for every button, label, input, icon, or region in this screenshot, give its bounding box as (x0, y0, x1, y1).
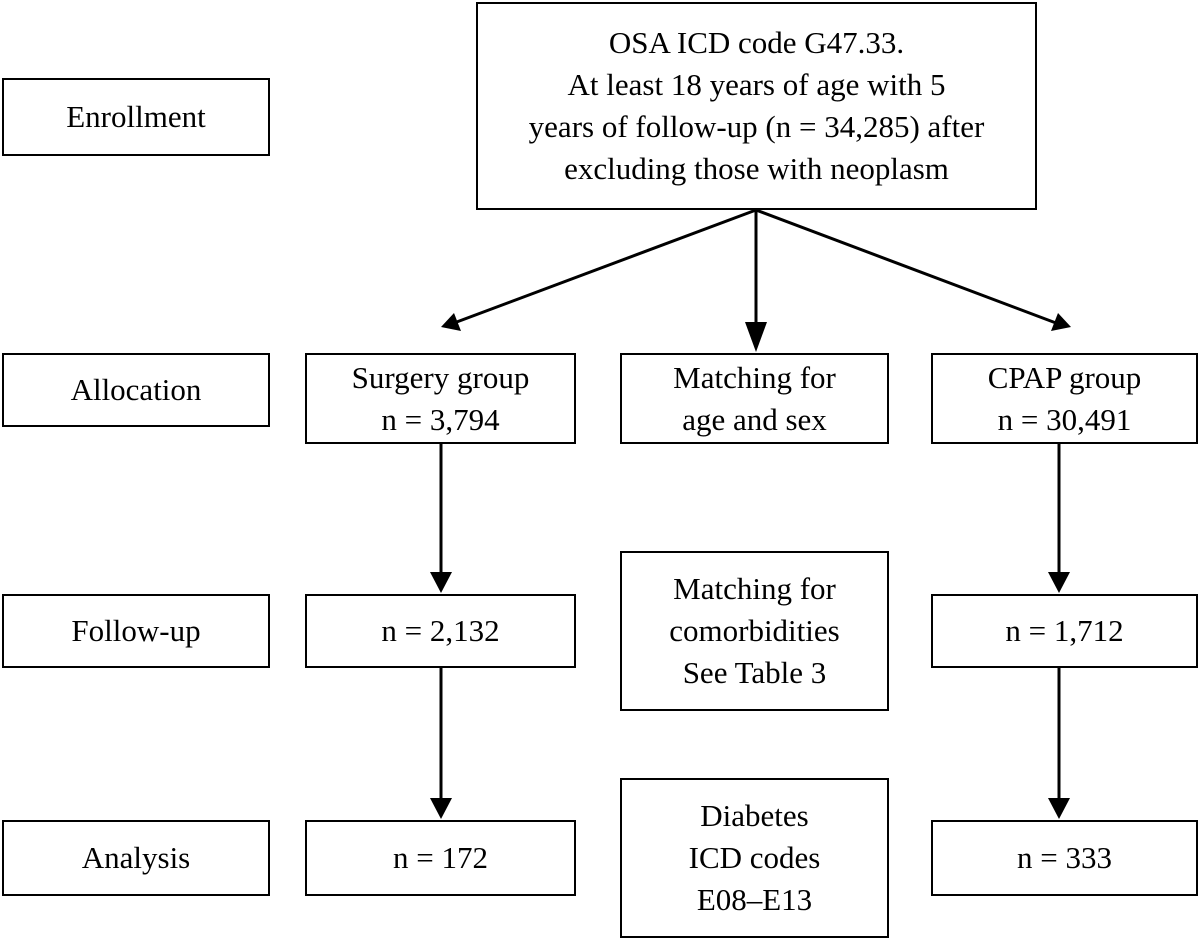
arrow-enrollment-to-cpap (755, 208, 1057, 325)
arrow-enrollment-to-surgery (453, 208, 757, 325)
cpap-analysis-count: n = 333 (1017, 840, 1112, 875)
surgery-analysis-box: n = 172 (305, 820, 576, 896)
matching-comorbidities-box: Matching for comorbidities See Table 3 (620, 551, 889, 711)
arrowhead-cpap (1051, 313, 1071, 331)
surgery-follow-up-box: n = 2,132 (305, 594, 576, 668)
matching-comorbidities-line-2: comorbidities (669, 613, 840, 648)
cpap-follow-up-box: n = 1,712 (931, 594, 1198, 668)
enrollment-line-3: years of follow-up (n = 34,285) after (528, 109, 985, 144)
stage-enrollment-label: Enrollment (66, 99, 206, 134)
diabetes-codes-line-2: ICD codes (688, 840, 821, 875)
cpap-follow-up-count: n = 1,712 (1005, 613, 1124, 648)
cpap-group-box: CPAP group n = 30,491 (931, 353, 1198, 444)
surgery-group-box: Surgery group n = 3,794 (305, 353, 576, 444)
enrollment-line-4: excluding those with neoplasm (564, 151, 949, 186)
stage-allocation-label: Allocation (70, 372, 202, 407)
stage-follow-up-box: Follow-up (2, 594, 270, 668)
diabetes-codes-line-1: Diabetes (700, 798, 809, 833)
surgery-group-count: n = 3,794 (381, 401, 500, 437)
cpap-analysis-box: n = 333 (931, 820, 1198, 896)
stage-analysis-box: Analysis (2, 820, 270, 896)
surgery-group-title: Surgery group (351, 359, 530, 395)
diabetes-codes-box: Diabetes ICD codes E08–E13 (620, 778, 889, 938)
matching-age-sex-line-1: Matching for (673, 359, 836, 395)
matching-comorbidities-line-3: See Table 3 (682, 655, 827, 690)
enrollment-criteria-box: OSA ICD code G47.33. At least 18 years o… (476, 2, 1037, 210)
matching-age-sex-line-2: age and sex (682, 401, 827, 437)
matching-comorbidities-line-1: Matching for (673, 571, 836, 606)
matching-age-sex-box: Matching for age and sex (620, 353, 889, 444)
arrowhead-cpap-analysis (1048, 798, 1070, 819)
arrowhead-surgery (441, 313, 461, 331)
diabetes-codes-line-3: E08–E13 (696, 882, 813, 917)
arrowhead-surgery-analysis (430, 798, 452, 819)
stage-follow-up-label: Follow-up (71, 613, 201, 648)
arrowhead-surgery-follow-up (430, 572, 452, 593)
surgery-follow-up-count: n = 2,132 (381, 613, 500, 648)
stage-allocation-box: Allocation (2, 353, 270, 427)
arrowhead-matching (745, 322, 767, 352)
enrollment-line-1: OSA ICD code G47.33. (608, 25, 905, 60)
stage-analysis-label: Analysis (81, 840, 191, 875)
enrollment-line-2: At least 18 years of age with 5 (567, 67, 946, 102)
arrowhead-cpap-follow-up (1048, 572, 1070, 593)
cpap-group-count: n = 30,491 (997, 401, 1132, 437)
stage-enrollment-box: Enrollment (2, 78, 270, 156)
cpap-group-title: CPAP group (987, 359, 1142, 395)
surgery-analysis-count: n = 172 (393, 840, 488, 875)
